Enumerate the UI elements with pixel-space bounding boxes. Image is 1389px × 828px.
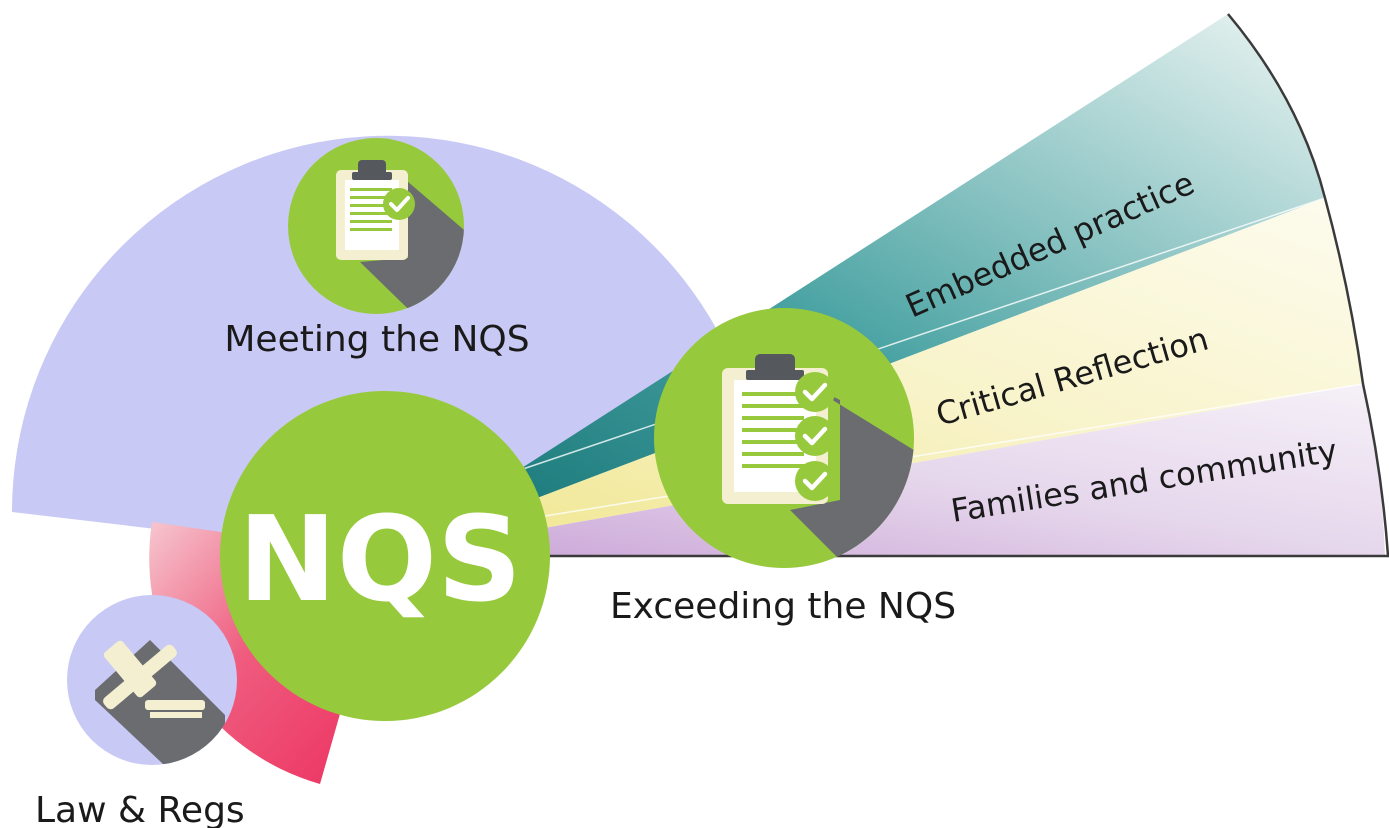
law-icon-group [67, 595, 237, 765]
meeting-icon-group [288, 138, 464, 314]
meeting-label: Meeting the NQS [224, 319, 529, 360]
exceeding-label: Exceeding the NQS [610, 586, 956, 627]
law-label: Law & Regs [35, 790, 245, 828]
nqs-center: NQS [220, 391, 550, 721]
clipboard-check-icon [336, 160, 415, 260]
exceeding-icon-group [654, 308, 914, 568]
clipboard-triple-check-icon [722, 354, 835, 504]
band-divider [519, 383, 1364, 521]
band-divider [519, 197, 1326, 471]
meeting-sector [11, 135, 725, 556]
outer-arc [1227, 13, 1389, 557]
embedded-practice-band [385, 14, 1325, 556]
gavel-icon [103, 640, 205, 718]
nqs-center-label: NQS [238, 490, 522, 628]
